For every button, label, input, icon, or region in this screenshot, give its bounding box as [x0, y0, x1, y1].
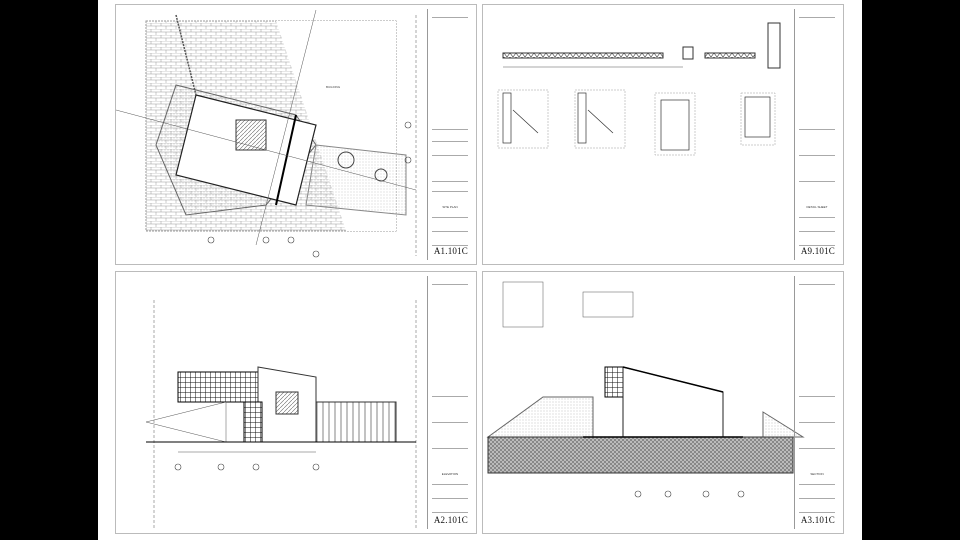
sheet-section: SECTION A3.101C: [482, 271, 844, 534]
sheet-elevation: ELEVATION A2.101C: [115, 271, 477, 534]
title-block-title: SITE PLAN: [442, 205, 458, 209]
site-plan-drawing: [116, 9, 417, 258]
title-block: SECTION: [794, 276, 839, 529]
sheet-number: A2.101C: [433, 515, 468, 525]
sheet-number: A3.101C: [800, 515, 835, 525]
title-block: DETAIL SHEET: [794, 9, 839, 260]
sheet-details: DETAIL SHEET A9.101C: [482, 4, 844, 265]
drawing-set-page: BUILDING SITE PLAN A1.101C: [98, 0, 862, 540]
details-drawing: [497, 22, 781, 156]
title-block: ELEVATION: [427, 276, 472, 529]
title-block: SITE PLAN: [427, 9, 472, 260]
section-drawing: [486, 281, 805, 498]
building-label: BUILDING: [326, 85, 341, 89]
sheet-number: A9.101C: [800, 246, 835, 256]
title-block-title: SECTION: [810, 472, 824, 476]
elevation-drawing: [145, 300, 417, 530]
sheet-number: A1.101C: [433, 246, 468, 256]
title-block-title: ELEVATION: [441, 472, 459, 476]
title-block-title: DETAIL SHEET: [806, 205, 828, 209]
sheet-site-plan: BUILDING SITE PLAN A1.101C: [115, 4, 477, 265]
